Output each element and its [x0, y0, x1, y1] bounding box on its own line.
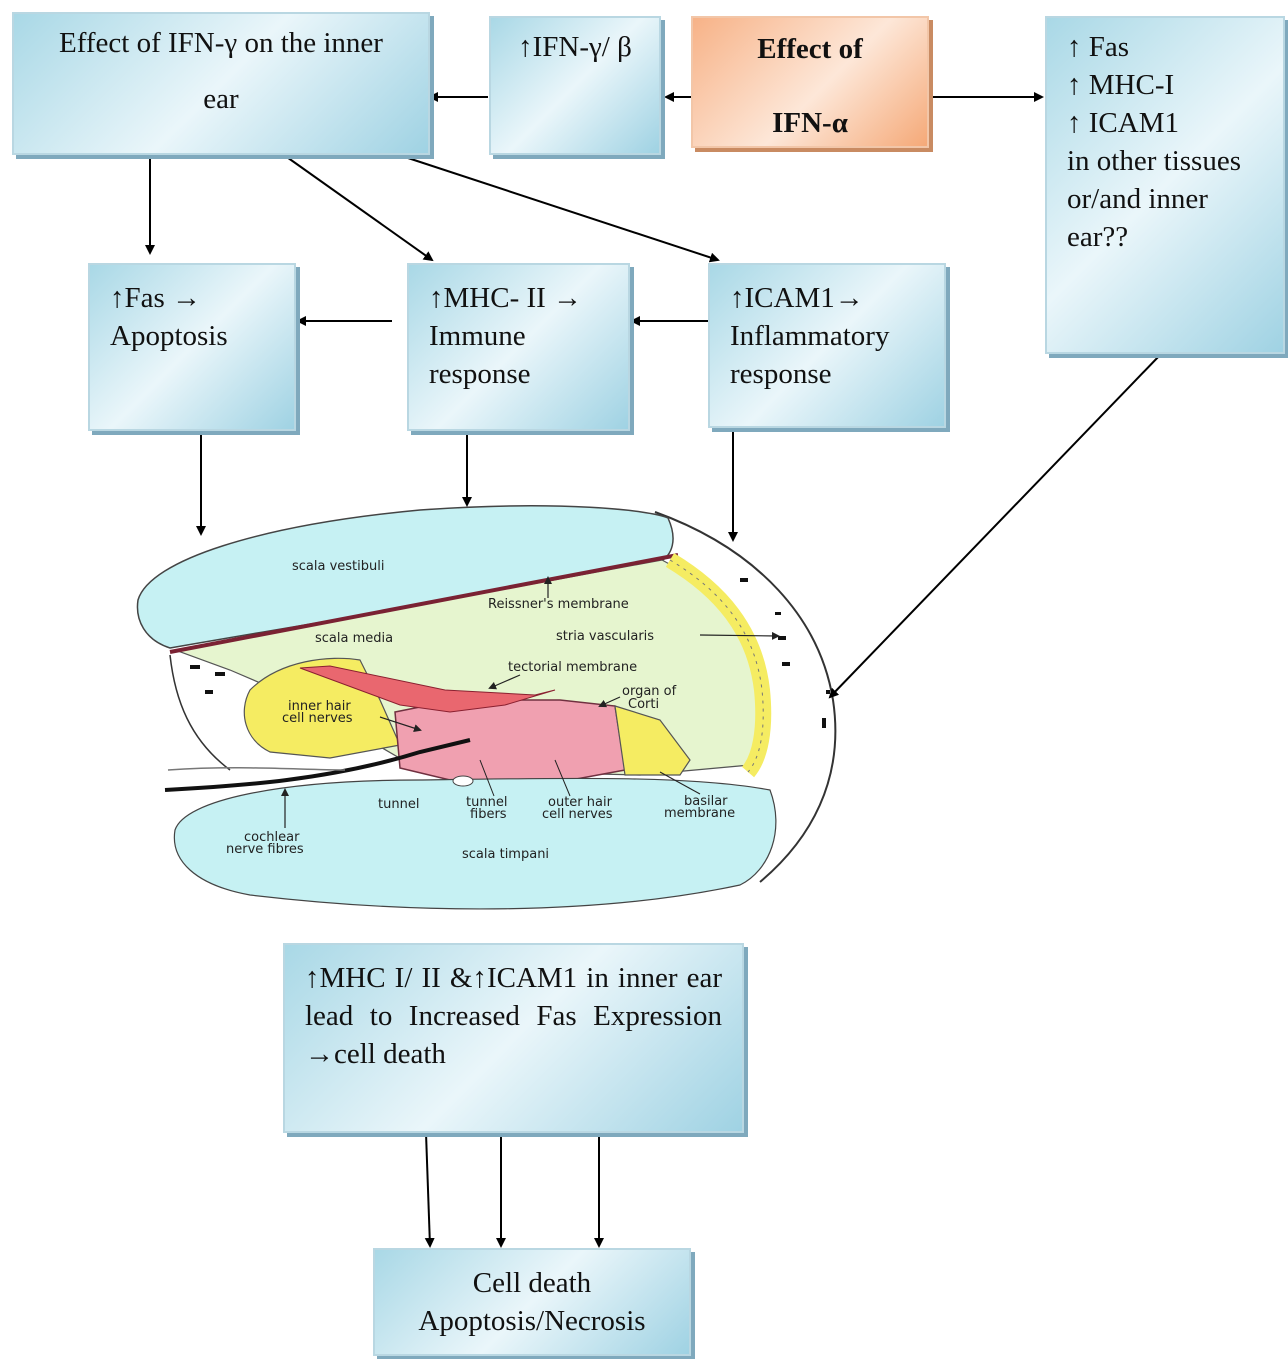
other-tissues-line4: in other tissues [1067, 142, 1283, 180]
label-tunnel: tunnel [378, 797, 419, 812]
icam1-line1: ↑ICAM1→ [730, 279, 944, 317]
ifn-gamma-beta-label: ↑IFN-γ/ β [491, 28, 659, 66]
ifn-gamma-effect-line2: ear [14, 80, 428, 118]
label-basilar-2: membrane [664, 806, 735, 821]
label-organ-of-corti-2: Corti [628, 697, 659, 712]
label-scala-vestibuli: scala vestibuli [292, 559, 385, 574]
cell-death-line1: Cell death [375, 1264, 689, 1302]
cell-death-box: Cell death Apoptosis/Necrosis [373, 1248, 691, 1356]
cochlea-illustration: scala vestibuli Reissner's membrane scal… [137, 506, 835, 909]
label-tectorial-membrane: tectorial membrane [508, 660, 637, 675]
arrow-effect-to-icam1 [408, 158, 718, 260]
label-stria-vascularis: stria vascularis [556, 629, 654, 644]
label-scala-media: scala media [315, 631, 393, 646]
label-reissners-membrane: Reissner's membrane [488, 597, 629, 612]
arrow-effect-to-mhc2 [284, 155, 432, 260]
other-tissues-box: ↑ Fas ↑ MHC-I ↑ ICAM1 in other tissues o… [1045, 16, 1285, 354]
fas-line1: ↑Fas → [110, 279, 294, 317]
cell-death-line2: Apoptosis/Necrosis [375, 1302, 689, 1340]
mhc2-line3: response [429, 355, 628, 393]
ifn-gamma-effect-line1: Effect of IFN-γ on the inner [14, 24, 428, 62]
label-inner-hair-2: cell nerves [282, 711, 353, 726]
label-outer-hair-2: cell nerves [542, 807, 613, 822]
ifn-alpha-line1: Effect of [693, 30, 927, 68]
other-tissues-line6: ear?? [1067, 218, 1283, 256]
label-scala-timpani: scala timpani [462, 847, 549, 862]
ifn-gamma-effect-box: Effect of IFN-γ on the inner ear [12, 12, 430, 155]
summary-box: ↑MHC I/ II &↑ICAM1 in inner ear lead to … [283, 943, 744, 1133]
mhc2-immune-box: ↑MHC- II → Immune response [407, 263, 630, 431]
fas-line2: Apoptosis [110, 317, 294, 355]
icam1-line3: response [730, 355, 944, 393]
mhc2-line2: Immune [429, 317, 628, 355]
icam1-inflammatory-box: ↑ICAM1→ Inflammatory response [708, 263, 946, 428]
other-tissues-line5: or/and inner [1067, 180, 1283, 218]
icam1-line2: Inflammatory [730, 317, 944, 355]
arrow-summary-to-death-1 [426, 1133, 430, 1246]
ifn-alpha-box: Effect of IFN-α [691, 16, 929, 148]
ifn-alpha-line2: IFN-α [693, 104, 927, 142]
label-cochlear-nerve-2: nerve fibres [226, 842, 304, 857]
other-tissues-line3: ↑ ICAM1 [1067, 104, 1283, 142]
other-tissues-line2: ↑ MHC-I [1067, 66, 1283, 104]
fas-apoptosis-box: ↑Fas → Apoptosis [88, 263, 296, 431]
mhc2-line1: ↑MHC- II → [429, 279, 628, 317]
ifn-gamma-beta-box: ↑IFN-γ/ β [489, 16, 661, 155]
summary-text: ↑MHC I/ II &↑ICAM1 in inner ear lead to … [305, 959, 722, 1073]
other-tissues-line1: ↑ Fas [1067, 28, 1283, 66]
organ-of-corti-region [395, 700, 625, 782]
label-tunnel-fibers-2: fibers [470, 807, 507, 822]
